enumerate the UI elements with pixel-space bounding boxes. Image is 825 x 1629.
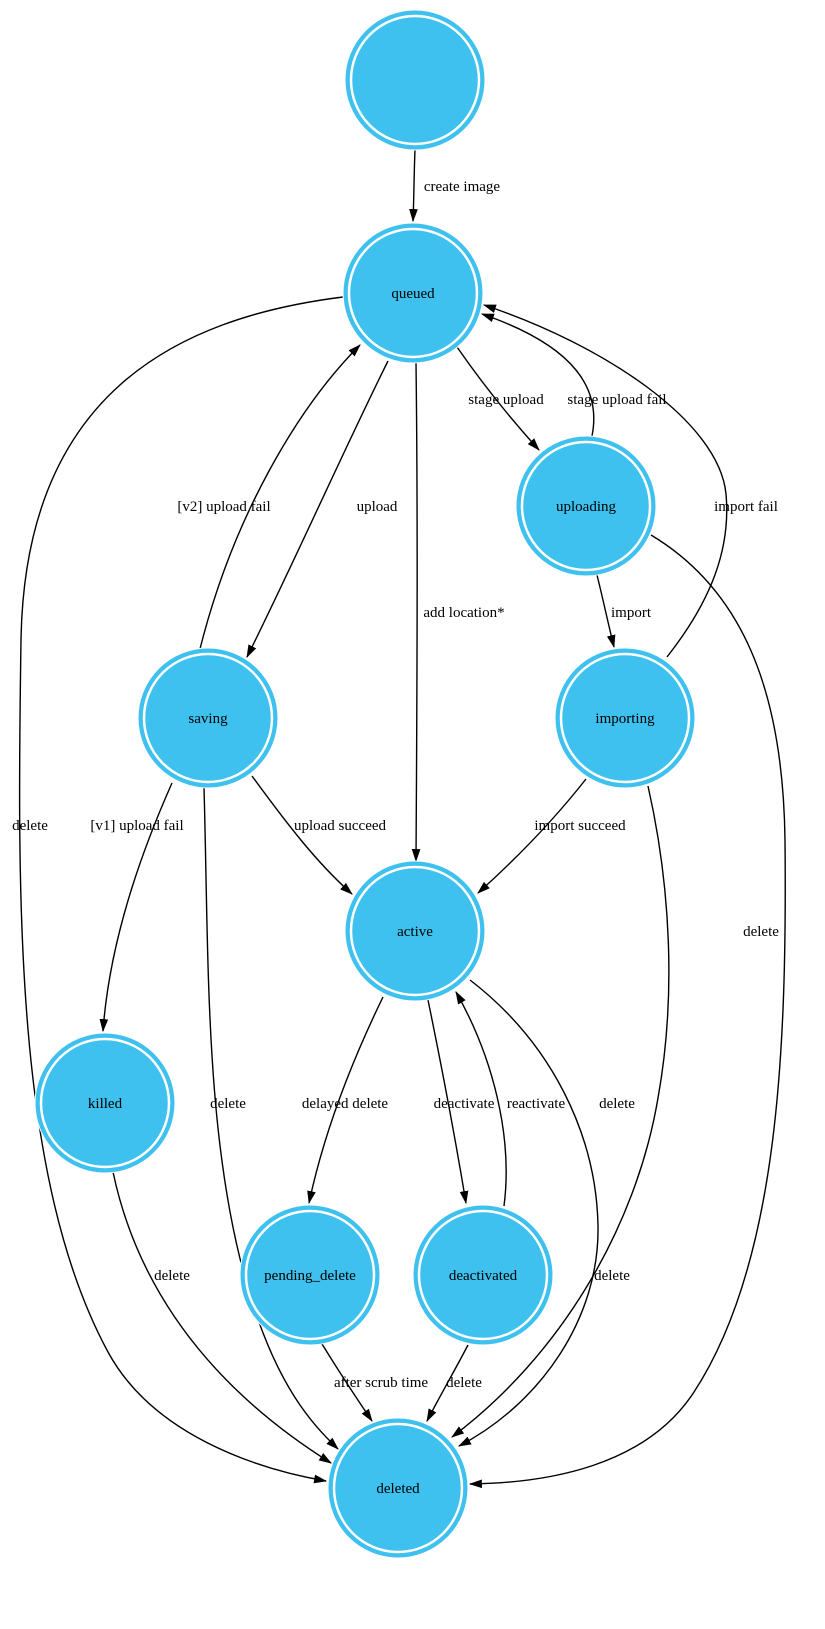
state-node-deleted: deleted xyxy=(327,1417,469,1559)
transition-edge-deactivated-delete xyxy=(426,1344,469,1422)
transition-label-active-delete: delete xyxy=(594,1268,630,1284)
transition-edge-saving-v1-upload-fail xyxy=(99,782,173,1033)
state-name-importing: importing xyxy=(595,711,655,727)
state-node-inner-ring xyxy=(244,1209,376,1341)
state-node-outer-circle xyxy=(239,1204,381,1346)
state-node-start xyxy=(344,9,486,151)
transition-edge-saving-delete xyxy=(203,787,339,1450)
transition-label-saving-v2-upload-fail: [v2] upload fail xyxy=(177,499,270,515)
transition-label-deactivated-delete: delete xyxy=(446,1375,482,1391)
transition-edge-saving-upload-succeed xyxy=(251,775,353,895)
transition-label-deactivated-reactivate: reactivate xyxy=(507,1096,566,1112)
state-node-pending_delete: pending_delete xyxy=(239,1204,381,1346)
transition-edge-active-deactivate xyxy=(427,999,469,1205)
transition-edge-active-delayed-delete xyxy=(307,996,384,1205)
transition-label-uploading-import: import xyxy=(611,605,652,621)
state-name-deactivated: deactivated xyxy=(449,1268,518,1284)
transition-edge-queued-add-location xyxy=(411,362,421,863)
transition-edge-start-create-image xyxy=(409,149,418,223)
state-node-outer-circle xyxy=(342,222,484,364)
state-node-outer-circle xyxy=(344,860,486,1002)
transition-edge-queued-delete xyxy=(18,296,344,1484)
state-node-outer-circle xyxy=(344,9,486,151)
transition-label-saving-v1-upload-fail: [v1] upload fail xyxy=(90,818,183,834)
transition-edge-queued-upload xyxy=(246,360,389,658)
transition-edge-importing-import-fail xyxy=(482,304,728,658)
state-node-outer-circle xyxy=(34,1032,176,1174)
state-name-active: active xyxy=(397,924,433,940)
state-node-inner-ring xyxy=(349,14,481,146)
transition-edge-uploading-stage-fail xyxy=(480,313,595,437)
transition-edge-queued-stage-upload xyxy=(456,346,540,451)
transition-label-uploading-stage-fail: stage upload fail xyxy=(567,392,666,408)
state-name-queued: queued xyxy=(391,286,435,302)
state-node-active: active xyxy=(344,860,486,1002)
edge-labels-layer: create image stage upload stage upload fai… xyxy=(12,179,779,1391)
state-node-outer-circle xyxy=(412,1204,554,1346)
transition-label-importing-import-succeed: import succeed xyxy=(534,818,626,834)
transition-label-queued-add-location: add location* xyxy=(423,605,504,621)
transition-label-queued-delete: delete xyxy=(12,818,48,834)
state-node-outer-circle xyxy=(515,435,657,577)
state-node-deactivated: deactivated xyxy=(412,1204,554,1346)
state-name-killed: killed xyxy=(88,1096,123,1112)
state-node-inner-ring xyxy=(520,440,652,572)
state-node-inner-ring xyxy=(347,227,479,359)
transition-label-importing-import-fail: import fail xyxy=(714,499,778,515)
state-node-outer-circle xyxy=(554,647,696,789)
transition-label-saving-delete: delete xyxy=(210,1096,246,1112)
transition-label-queued-upload: upload xyxy=(357,499,398,515)
transition-label-uploading-delete: delete xyxy=(743,924,779,940)
state-node-inner-ring xyxy=(39,1037,171,1169)
state-node-queued: queued xyxy=(342,222,484,364)
state-name-uploading: uploading xyxy=(556,499,616,515)
transition-label-active-delayed-delete: delayed delete xyxy=(302,1096,389,1112)
transition-edge-importing-import-succeed xyxy=(477,778,587,894)
transition-edge-saving-v2-upload-fail xyxy=(199,344,361,650)
state-node-importing: importing xyxy=(554,647,696,789)
state-node-inner-ring xyxy=(332,1422,464,1554)
state-node-outer-circle xyxy=(327,1417,469,1559)
transition-edge-importing-delete xyxy=(451,785,670,1438)
transition-edge-uploading-delete xyxy=(468,534,786,1489)
transition-label-active-deactivate: deactivate xyxy=(434,1096,495,1112)
transition-label-killed-delete: delete xyxy=(154,1268,190,1284)
transition-edge-pending-after-scrub-time xyxy=(321,1343,373,1422)
transition-label-pending-after-scrub-time: after scrub time xyxy=(334,1375,428,1391)
transition-label-queued-stage-upload: stage upload xyxy=(468,392,544,408)
state-name-deleted: deleted xyxy=(376,1481,420,1497)
state-node-inner-ring xyxy=(559,652,691,784)
state-node-uploading: uploading xyxy=(515,435,657,577)
state-name-pending_delete: pending_delete xyxy=(264,1268,356,1284)
state-name-saving: saving xyxy=(188,711,228,727)
nodes-layer: queued uploading saving importing active kill… xyxy=(34,9,696,1559)
state-node-outer-circle xyxy=(137,647,279,789)
transition-edge-uploading-import xyxy=(596,574,616,649)
state-node-saving: saving xyxy=(137,647,279,789)
transition-edge-active-delete xyxy=(458,979,599,1447)
transition-label-importing-delete: delete xyxy=(599,1096,635,1112)
state-node-killed: killed xyxy=(34,1032,176,1174)
edges-layer xyxy=(18,149,786,1489)
transition-label-start-create-image: create image xyxy=(424,179,501,195)
state-node-inner-ring xyxy=(417,1209,549,1341)
transition-label-saving-upload-succeed: upload succeed xyxy=(294,818,387,834)
state-node-inner-ring xyxy=(349,865,481,997)
state-node-inner-ring xyxy=(142,652,274,784)
transition-edge-deactivated-reactivate xyxy=(455,991,507,1207)
transition-edge-killed-delete xyxy=(112,1171,332,1464)
